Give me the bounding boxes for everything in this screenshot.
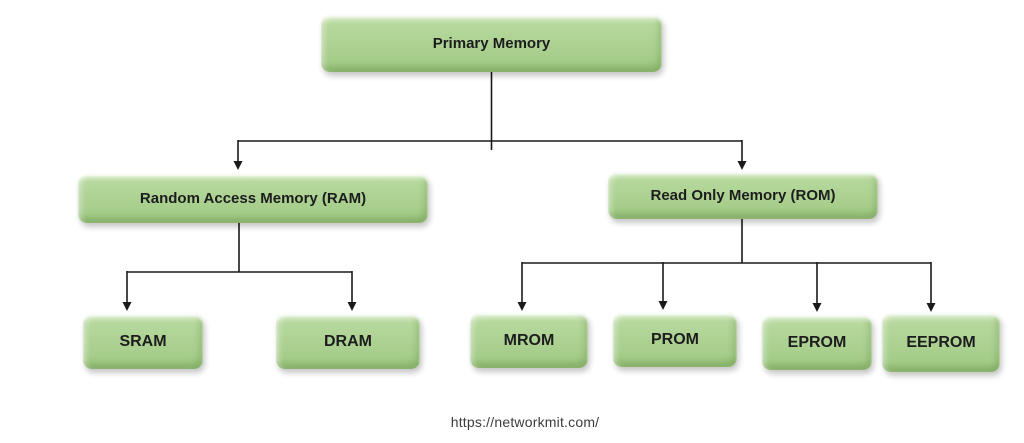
node-prom-label: PROM <box>651 331 699 348</box>
node-primary-memory: Primary Memory <box>321 15 662 72</box>
node-prom: PROM <box>613 313 737 367</box>
arrowhead-ram <box>233 161 243 170</box>
arrowhead-eeprom <box>926 303 936 312</box>
arrowhead-eprom <box>812 303 822 312</box>
arrowhead-mrom <box>517 302 527 311</box>
node-dram: DRAM <box>276 314 420 369</box>
arrowhead-dram <box>347 302 357 311</box>
node-sram: SRAM <box>83 314 203 369</box>
node-eeprom-label: EEPROM <box>906 333 976 351</box>
arrowhead-prom <box>658 301 668 310</box>
node-sram-label: SRAM <box>119 332 167 350</box>
node-eeprom: EEPROM <box>882 313 1000 372</box>
node-primary-memory-label: Primary Memory <box>432 35 551 52</box>
arrowhead-sram <box>122 302 132 311</box>
node-eprom: EPROM <box>762 315 872 370</box>
node-ram: Random Access Memory (RAM) <box>78 174 428 223</box>
arrowhead-rom <box>737 161 747 170</box>
node-rom-label: Read Only Memory (ROM) <box>650 187 836 204</box>
node-rom: Read Only Memory (ROM) <box>608 172 878 219</box>
node-mrom: MROM <box>470 313 588 368</box>
source-url: https://networkmit.com/ <box>450 414 600 430</box>
node-ram-label: Random Access Memory (RAM) <box>139 190 367 207</box>
node-mrom-label: MROM <box>503 331 555 349</box>
node-dram-label: DRAM <box>324 332 372 350</box>
node-eprom-label: EPROM <box>787 333 847 351</box>
